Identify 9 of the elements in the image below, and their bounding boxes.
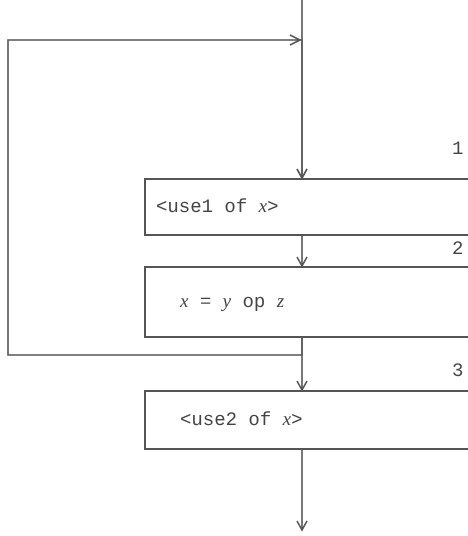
process-box <box>144 390 468 450</box>
node-number: 2 <box>452 238 464 260</box>
process-box <box>144 178 468 236</box>
statement-text: <use2 of x> <box>180 409 302 431</box>
node-number: 1 <box>452 138 464 160</box>
statement-text: <use1 of x> <box>156 196 278 218</box>
process-box <box>144 266 468 338</box>
node-number: 3 <box>452 360 464 382</box>
statement-text: x = y op z <box>180 291 284 313</box>
